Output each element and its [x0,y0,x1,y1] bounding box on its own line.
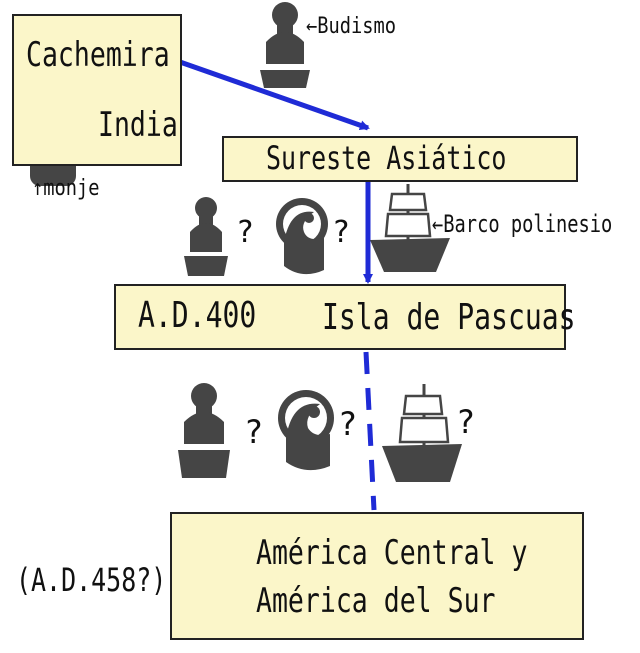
arrow-origin-to-southeast [179,59,370,131]
uncertain-mark-boat: ? [456,403,476,441]
origin-box [12,14,182,166]
monk-icon [276,198,328,275]
easter-island-date: A.D.400 [138,295,257,336]
buddha-icon [260,2,310,88]
uncertain-mark-monk: ? [332,215,351,250]
buddha-icon [184,197,228,276]
easter-island-box [114,284,566,350]
uncertain-mark-buddhism: ? [244,413,264,451]
americas-date: (A.D.458?) [16,561,167,599]
polynesian-boat-icon [382,384,462,482]
polynesian-boat-icon [370,184,450,272]
uncertain-mark-monk: ? [338,405,358,443]
easter-island-label: Isla de Pascuas [322,297,576,338]
dashed-easter-to-americas [363,351,377,511]
buddha-icon [178,383,230,478]
boat-caption: ←Barco polinesio [432,210,613,238]
americas-box [170,512,584,640]
origin-region-label: Cachemira [26,35,170,75]
origin-country-label: India [98,105,178,145]
southeast-asia-label: Sureste Asiático [266,139,507,177]
monk-caption: ↑monje [32,176,100,201]
southeast-asia-box [222,136,578,182]
buddhism-caption: ←Budismo [306,14,397,39]
americas-label-line1: América Central y [256,533,528,573]
uncertain-mark-buddhism: ? [236,215,255,250]
monk-icon [278,390,334,471]
americas-label-line2: América del Sur [256,581,496,621]
